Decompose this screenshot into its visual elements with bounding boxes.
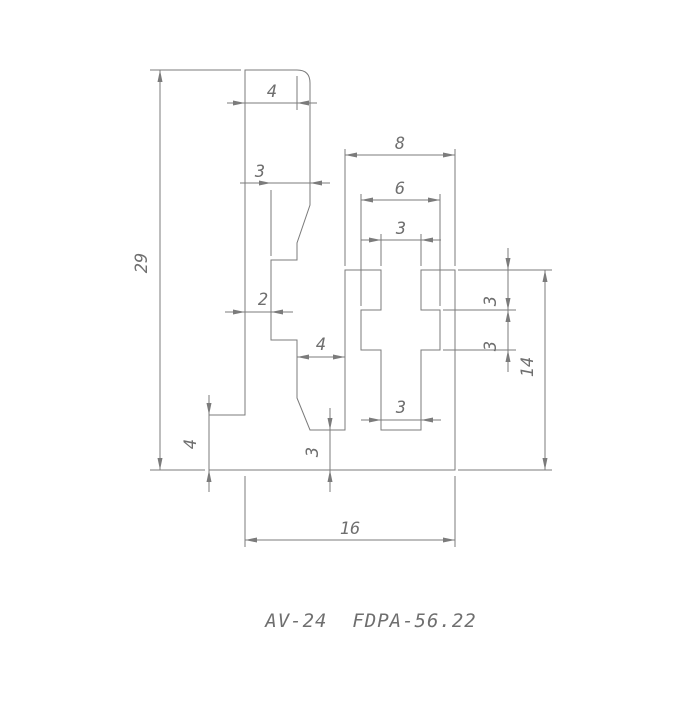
dimension-label: 3 [303,447,323,458]
dimension-overall-width: 16 [244,476,456,547]
dimension-groove-width: 2 [225,290,293,315]
dimension-slot-height: 14 [458,270,552,471]
dimension-base-thickness: 3 [303,408,333,492]
drawing-title: AV-24 FDPA-56.22 [264,610,476,632]
dimension-label: 16 [340,519,360,539]
dimension-slot-neck-top: 3 [361,219,441,266]
dimension-arm-top-offset: 3 [443,248,552,372]
dimension-label: 8 [395,134,405,154]
dimension-arm-height: 3 [443,290,516,370]
dimension-label: 3 [481,341,501,352]
dimension-label: 4 [267,82,277,102]
dimension-label: 2 [258,290,268,310]
dimension-label: 29 [132,253,152,273]
dimension-block-width: 8 [344,134,456,266]
dimension-label: 3 [481,296,501,307]
dimension-label: 3 [395,219,406,239]
dimension-label: 4 [181,439,201,449]
dimension-slot-neck-bottom: 3 [361,398,441,423]
dimension-foot-height: 4 [181,395,212,492]
dimension-label: 6 [395,179,405,199]
profile-outline [208,69,456,471]
dimension-top-width: 4 [227,76,317,110]
dimension-label: 3 [254,162,265,182]
dimension-label: 14 [518,357,538,377]
dimension-label: 3 [395,398,406,418]
dimension-label: 4 [316,335,326,355]
dimension-overall-height: 29 [132,69,241,471]
dimension-upper-offset: 3 [240,162,330,256]
dimension-slot-width: 6 [360,179,441,306]
dimension-gap-width: 4 [297,335,345,360]
